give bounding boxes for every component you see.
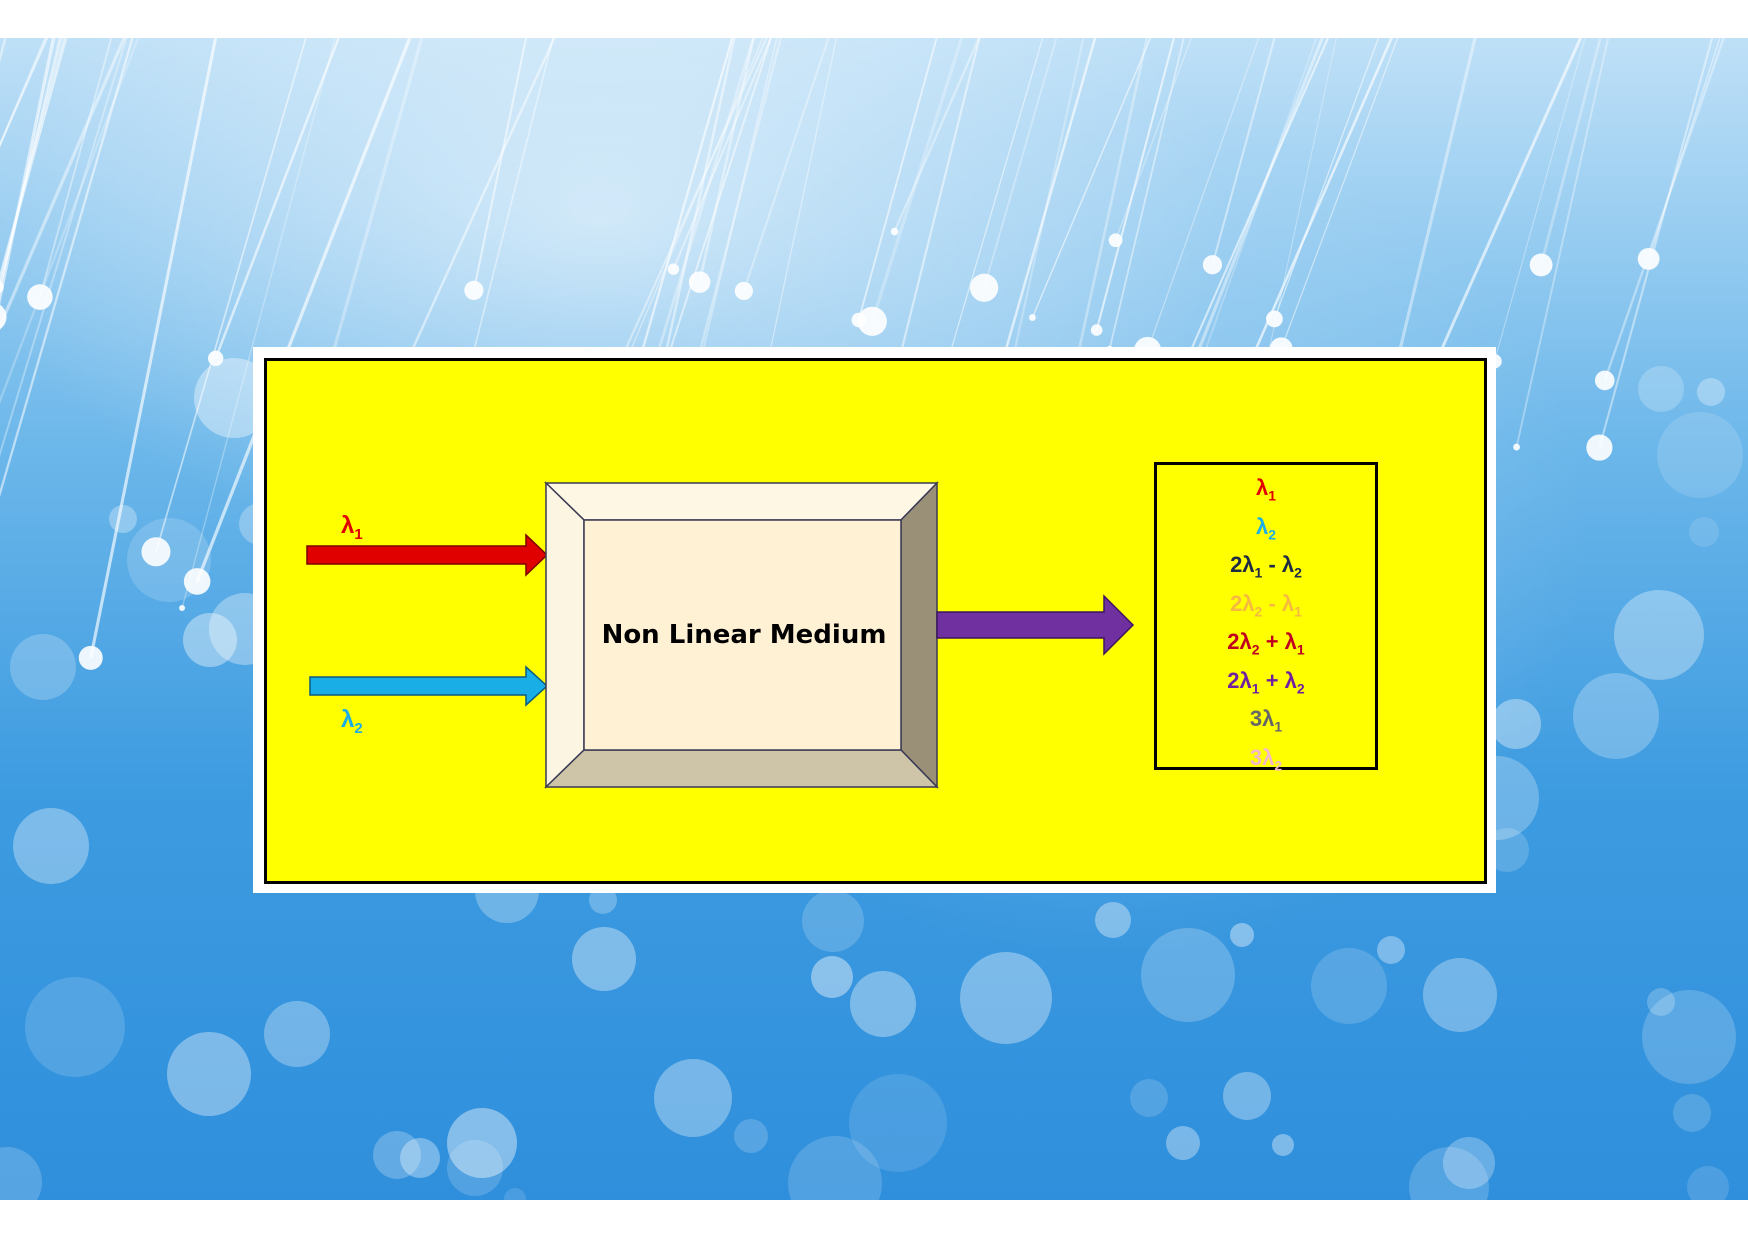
output-wavelength-item: 2λ1 - λ2 [1230, 552, 1302, 581]
output-wavelength-item: 3λ1 [1249, 706, 1283, 735]
output-wavelength-item: λ1 [1255, 475, 1277, 504]
medium-label: Non Linear Medium [601, 620, 887, 650]
input-label-lambda1: λ1 [341, 512, 363, 543]
input-arrow-lambda2 [309, 665, 549, 707]
output-wavelength-item: 2λ2 - λ1 [1230, 590, 1302, 619]
output-wavelength-item: 3λ2 [1249, 744, 1283, 773]
output-wavelength-item: 2λ2 + λ1 [1227, 629, 1305, 658]
output-arrow [936, 594, 1135, 656]
output-wavelength-item: λ2 [1255, 513, 1277, 542]
input-arrow-lambda1 [306, 533, 549, 577]
output-wavelength-item: 2λ1 + λ2 [1227, 667, 1305, 696]
input-label-lambda2: λ2 [341, 706, 363, 737]
non-linear-medium-box [544, 481, 939, 789]
output-wavelengths-box: λ1 λ2 2λ1 - λ2 2λ2 - λ1 2λ2 + λ1 2λ1 + λ2 3λ1 3… [1154, 462, 1378, 773]
